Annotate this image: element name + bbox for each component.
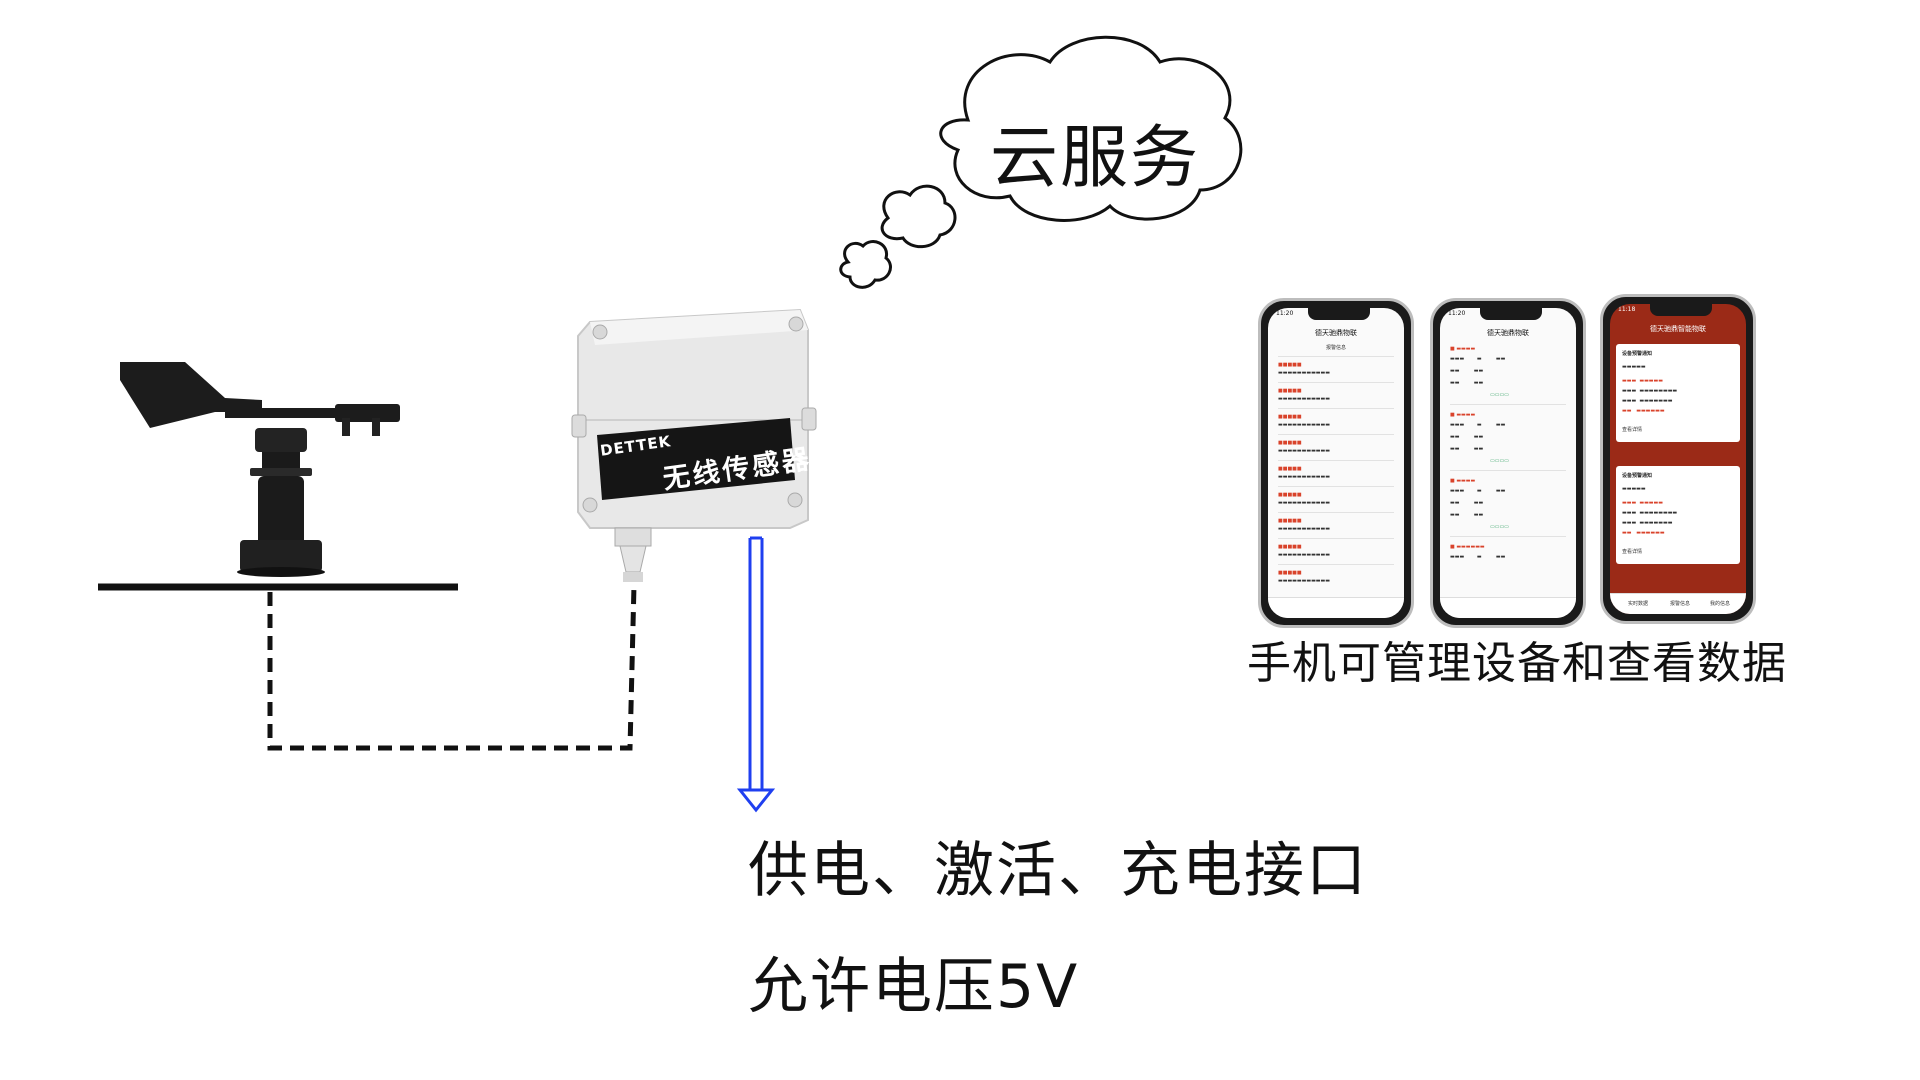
phone-screen: 11:20 德天驰鼎物联 报警信息 ■■■■■ ▬▬▬▬▬▬▬▬▬▬▬ ■■■■… xyxy=(1268,308,1404,618)
detail-link: 查看详情 xyxy=(1622,549,1643,555)
sensor-cable xyxy=(267,584,637,751)
cloud-service-label: 云服务 xyxy=(990,119,1201,198)
screen-subtitle: 报警信息 xyxy=(1326,345,1347,351)
wind-vane-sensor xyxy=(120,362,400,577)
wireless-sensor-box xyxy=(571,308,817,582)
alert-card-title: 设备预警通知 xyxy=(1622,473,1653,479)
status-time: 11:18 xyxy=(1618,306,1636,313)
detail-link: 查看详情 xyxy=(1622,427,1643,433)
app-title: 德天驰鼎智能物联 xyxy=(1650,325,1706,333)
tab-bar: 实时数据 报警信息 我的信息 xyxy=(1610,593,1746,614)
app-title: 德天驰鼎物联 xyxy=(1315,329,1357,337)
alert-card: 设备预警通知 ▬▬▬▬▬ ▬▬▬ ▬▬▬▬▬ ▬▬▬ ▬▬▬▬▬▬▬▬ ▬▬▬ … xyxy=(1616,466,1740,564)
alert-card-title: 设备预警通知 xyxy=(1622,351,1653,357)
tab-profile: 我的信息 xyxy=(1710,601,1731,607)
phone-device-data: 11:20 德天驰鼎物联 ■ ▬▬▬▬ ▬▬▬ ▬ ▬▬ ▬▬ ▬▬ ▬▬ ▬▬… xyxy=(1430,298,1586,628)
app-title: 德天驰鼎物联 xyxy=(1487,329,1529,337)
tab-alarm: 报警信息 xyxy=(1670,601,1691,607)
status-time: 11:20 xyxy=(1448,310,1466,317)
phone-alarm-list: 11:20 德天驰鼎物联 报警信息 ■■■■■ ▬▬▬▬▬▬▬▬▬▬▬ ■■■■… xyxy=(1258,298,1414,628)
port-description: 供电、激活、充电接口 xyxy=(748,836,1368,906)
tab-bar xyxy=(1440,597,1576,618)
tab-realtime: 实时数据 xyxy=(1628,601,1649,607)
tab-bar xyxy=(1268,597,1404,618)
phone-screen: 11:18 德天驰鼎智能物联 设备预警通知 ▬▬▬▬▬ ▬▬▬ ▬▬▬▬▬ ▬▬… xyxy=(1610,304,1746,614)
phone-caption: 手机可管理设备和查看数据 xyxy=(1247,638,1787,689)
thought-bubble-medium xyxy=(880,184,957,249)
phone-alert-notice: 11:18 德天驰鼎智能物联 设备预警通知 ▬▬▬▬▬ ▬▬▬ ▬▬▬▬▬ ▬▬… xyxy=(1600,294,1756,624)
port-arrow xyxy=(736,536,776,813)
alert-card: 设备预警通知 ▬▬▬▬▬ ▬▬▬ ▬▬▬▬▬ ▬▬▬ ▬▬▬▬▬▬▬▬ ▬▬▬ … xyxy=(1616,344,1740,442)
thought-bubble-small xyxy=(839,240,892,289)
status-time: 11:20 xyxy=(1276,310,1294,317)
cloud-bubble xyxy=(939,35,1243,222)
phone-screen: 11:20 德天驰鼎物联 ■ ▬▬▬▬ ▬▬▬ ▬ ▬▬ ▬▬ ▬▬ ▬▬ ▬▬… xyxy=(1440,308,1576,618)
voltage-description: 允许电压5V xyxy=(748,952,1080,1022)
